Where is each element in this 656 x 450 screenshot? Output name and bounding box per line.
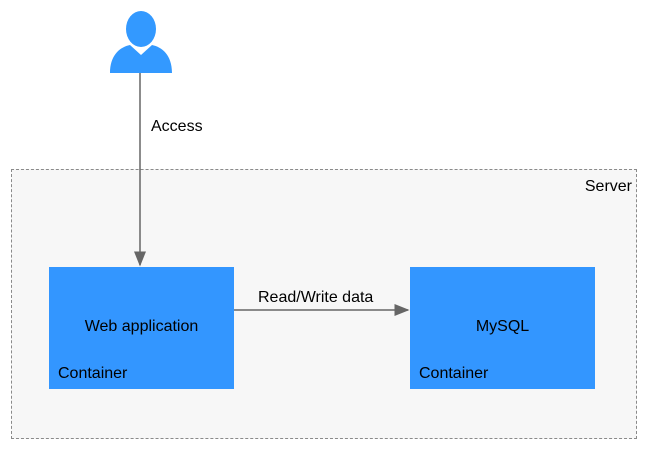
user-icon	[110, 11, 172, 73]
web-container-label: Container	[58, 365, 128, 382]
access-label: Access	[151, 118, 203, 135]
mysql-title: MySQL	[475, 318, 530, 335]
read-write-label: Read/Write data	[258, 289, 374, 306]
web-application-title: Web application	[84, 318, 199, 335]
web-application-node: Web application Container	[49, 267, 234, 389]
server-label: Server	[584, 178, 632, 195]
mysql-node: MySQL Container	[410, 267, 595, 389]
mysql-container-label: Container	[419, 365, 489, 382]
